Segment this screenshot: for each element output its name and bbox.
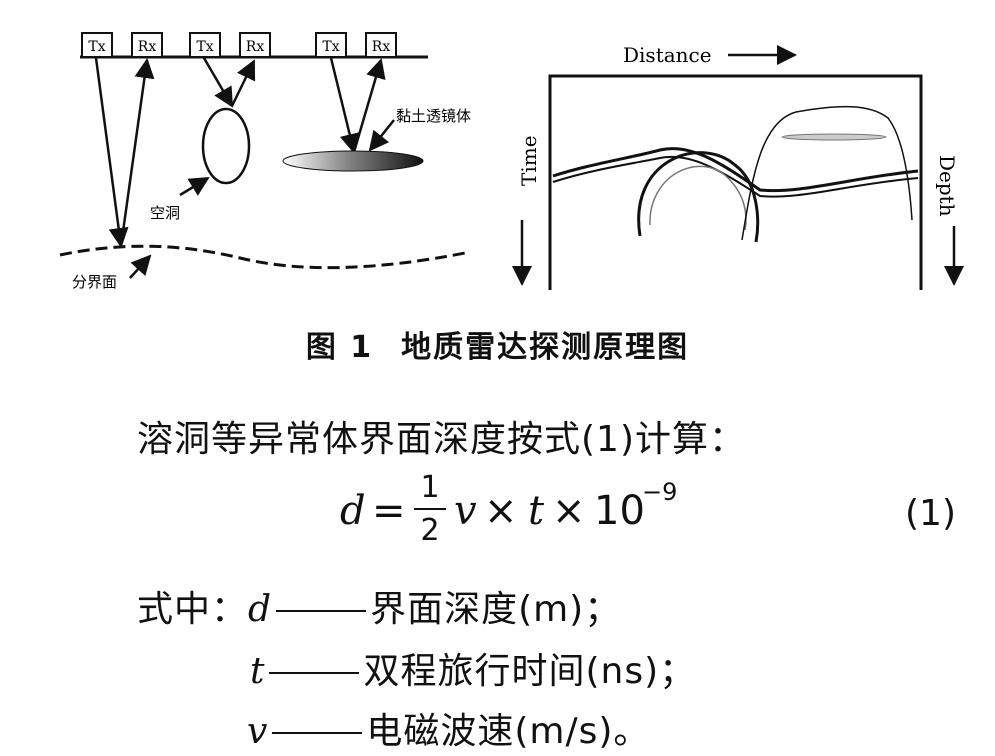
eq-numerator: 1 [420, 470, 440, 505]
eq-lhs-d: d [340, 488, 366, 534]
interface-reflection-trace [552, 147, 919, 193]
definition-text: 电磁波速(m/s)。 [366, 711, 651, 752]
tx-box [315, 32, 347, 58]
em-dash [269, 672, 360, 674]
em-dash [272, 732, 363, 734]
cavity-shape [201, 107, 251, 185]
interface-dashed-line [59, 244, 471, 270]
ray-up-from-interface [119, 58, 155, 247]
definition-text: 双程旅行时间(ns)； [363, 651, 697, 692]
cavity-hyperbola-inner [649, 165, 747, 231]
figure-title: 地质雷达探测原理图 [401, 330, 690, 365]
lens-hyperbola [741, 105, 913, 241]
cavity-label: 空洞 [150, 204, 180, 222]
definition-symbol: t [250, 651, 266, 692]
rx-box [365, 32, 397, 58]
em-dash [276, 610, 367, 612]
clay-lens-pointer-arrow [368, 119, 395, 152]
eq-exponent: −9 [642, 478, 678, 506]
tx-label: Tx [196, 39, 213, 55]
rx-label: Rx [138, 39, 157, 55]
definition-symbol: d [248, 589, 273, 630]
radargram-frame [548, 74, 923, 290]
equation-number: (1) [905, 493, 956, 534]
right-diagram: Distance Time Depth [512, 43, 964, 290]
tx-box [81, 32, 113, 58]
eq-t: t [528, 488, 545, 534]
eq-fraction-bar [414, 508, 446, 510]
left-diagram: Tx Rx Tx Rx Tx Rx 空洞 黏土透镜体 [59, 32, 471, 291]
gpr-principle-figure: Tx Rx Tx Rx Tx Rx 空洞 黏土透镜体 [59, 32, 964, 291]
definition-t: t 双程旅行时间(ns)； [250, 642, 696, 694]
definition-text: 界面深度(m)； [370, 589, 622, 630]
ray-down-to-cavity [202, 57, 234, 108]
eq-times-2: × [552, 488, 586, 534]
antenna-pair-1: Tx Rx [81, 32, 163, 58]
tx-label: Tx [322, 39, 339, 55]
definition-symbol: v [247, 711, 269, 752]
cavity-pointer-arrow [179, 176, 210, 197]
antenna-pair-3: Tx Rx [315, 32, 397, 58]
rx-box [131, 32, 163, 58]
eq-base: 10 [594, 488, 645, 534]
definition-prefix: 式中： [137, 589, 249, 630]
definition-v: v 电磁波速(m/s)。 [247, 702, 650, 754]
clay-lens-shape [282, 150, 424, 172]
rx-label: Rx [246, 39, 265, 55]
time-label: Time [517, 135, 541, 186]
rx-label: Rx [372, 39, 391, 55]
eq-equals: = [372, 488, 406, 534]
figure-caption: 图 1 地质雷达探测原理图 [0, 322, 995, 366]
ray-down-to-interface [94, 57, 129, 248]
tx-box [189, 32, 221, 58]
definition-d: 式中：d 界面深度(m)； [137, 580, 621, 632]
ray-up-from-cavity [230, 59, 256, 107]
eq-v: v [454, 488, 477, 534]
rx-box [239, 32, 271, 58]
intro-paragraph: 溶洞等异常体界面深度按式(1)计算： [137, 419, 746, 460]
figure-number: 图 1 [305, 330, 374, 365]
interface-label: 分界面 [72, 273, 117, 291]
eq-fraction: 1 2 [414, 470, 446, 548]
eq-denominator: 2 [420, 513, 440, 548]
eq-times-1: × [484, 488, 518, 534]
clay-lens-label: 黏土透镜体 [396, 107, 471, 125]
antenna-pair-2: Tx Rx [189, 32, 271, 58]
distance-label: Distance [623, 43, 712, 67]
interface-pointer-arrow [129, 254, 152, 279]
cavity-hyperbola-outer [637, 151, 760, 243]
ray-up-from-lens [352, 58, 386, 153]
ray-down-to-lens [329, 57, 360, 154]
depth-label: Depth [935, 155, 959, 217]
lens-reflection-mark [781, 133, 887, 141]
tx-label: Tx [88, 39, 105, 55]
